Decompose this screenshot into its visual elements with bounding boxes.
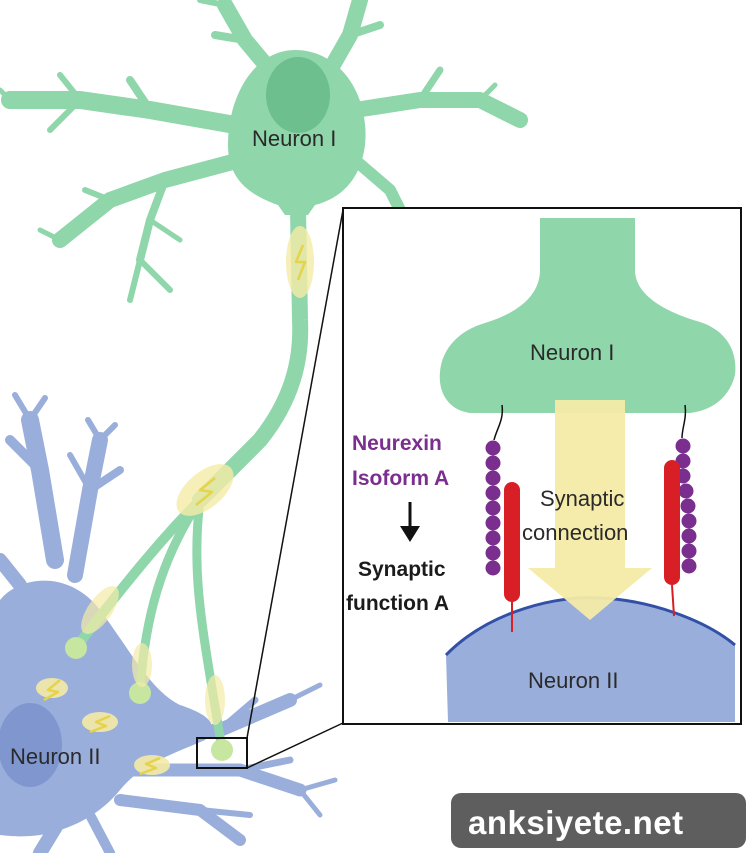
- neuron-2-nucleus: [0, 703, 62, 787]
- synaptic-connection-label-line1: Synaptic: [540, 486, 624, 511]
- ligand-left: [504, 482, 520, 632]
- neuron-2-body-label: Neuron II: [10, 744, 101, 769]
- neurexin-left: [485, 404, 504, 576]
- postsynaptic-neuron: [446, 597, 735, 722]
- lightning-icon: [43, 244, 307, 776]
- function-label-line1: Synaptic: [358, 558, 446, 581]
- neuron-1-nucleus: [266, 57, 330, 133]
- neuron-2: Neuron II: [0, 392, 338, 853]
- synaptic-connection-arrow: [528, 400, 652, 620]
- down-arrow-icon: [400, 502, 420, 542]
- ligand-right: [664, 460, 680, 617]
- watermark-text: anksiyete.net: [468, 804, 684, 841]
- synaptic-connection-label-line2: connection: [522, 520, 628, 545]
- neuron-1-body-label: Neuron I: [252, 126, 336, 151]
- inset-neuron-1-label: Neuron I: [530, 340, 614, 365]
- zoom-region-box: [196, 737, 248, 769]
- function-label-line2: function A: [346, 592, 449, 615]
- watermark: anksiyete.net: [451, 793, 746, 848]
- inset-neuron-2-label: Neuron II: [528, 668, 619, 693]
- synapse-inset: Neuron I Neuron II Synaptic connection: [342, 207, 742, 725]
- axon-terminal: [129, 682, 151, 704]
- neurexin-label-line1: Neurexin: [352, 432, 442, 455]
- axon-terminal: [65, 637, 87, 659]
- neurexin-right: [675, 404, 697, 574]
- neurexin-label-line2: Isoform A: [352, 467, 449, 490]
- zoom-line-bottom: [246, 722, 344, 769]
- presynaptic-terminal: [439, 218, 736, 413]
- zoom-line-top: [246, 209, 344, 739]
- signal-glows: [36, 226, 314, 775]
- axon-terminal: [211, 739, 233, 761]
